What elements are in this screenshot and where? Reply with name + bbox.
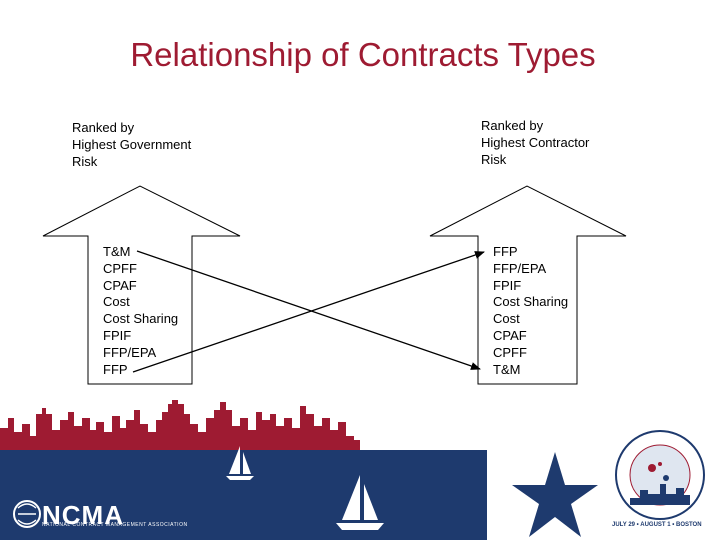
list-item: FFP/EPA	[493, 261, 568, 278]
left-arrow-list: T&M CPFF CPAF Cost Cost Sharing FPIF FFP…	[103, 244, 178, 378]
connector-tm	[137, 251, 480, 369]
list-item: FFP	[493, 244, 568, 261]
list-item: CPAF	[103, 278, 178, 295]
list-item: FPIF	[103, 328, 178, 345]
list-item: Cost Sharing	[493, 294, 568, 311]
ncma-logo-subtext: NATIONAL CONTRACT MANAGEMENT ASSOCIATION	[42, 522, 188, 528]
list-item: Cost	[103, 294, 178, 311]
congress-date: JULY 29 • AUGUST 1 • BOSTON	[612, 522, 702, 528]
list-item: CPAF	[493, 328, 568, 345]
city-skyline	[0, 400, 360, 450]
list-item: CPFF	[493, 345, 568, 362]
list-item: T&M	[493, 362, 568, 379]
world-congress-seal	[616, 431, 704, 519]
list-item: FPIF	[493, 278, 568, 295]
list-item: FFP/EPA	[103, 345, 178, 362]
connector-ffp	[133, 252, 484, 372]
list-item: T&M	[103, 244, 178, 261]
list-item: CPFF	[103, 261, 178, 278]
right-arrow-list: FFP FFP/EPA FPIF Cost Sharing Cost CPAF …	[493, 244, 568, 378]
list-item: Cost Sharing	[103, 311, 178, 328]
list-item: FFP	[103, 362, 178, 379]
list-item: Cost	[493, 311, 568, 328]
